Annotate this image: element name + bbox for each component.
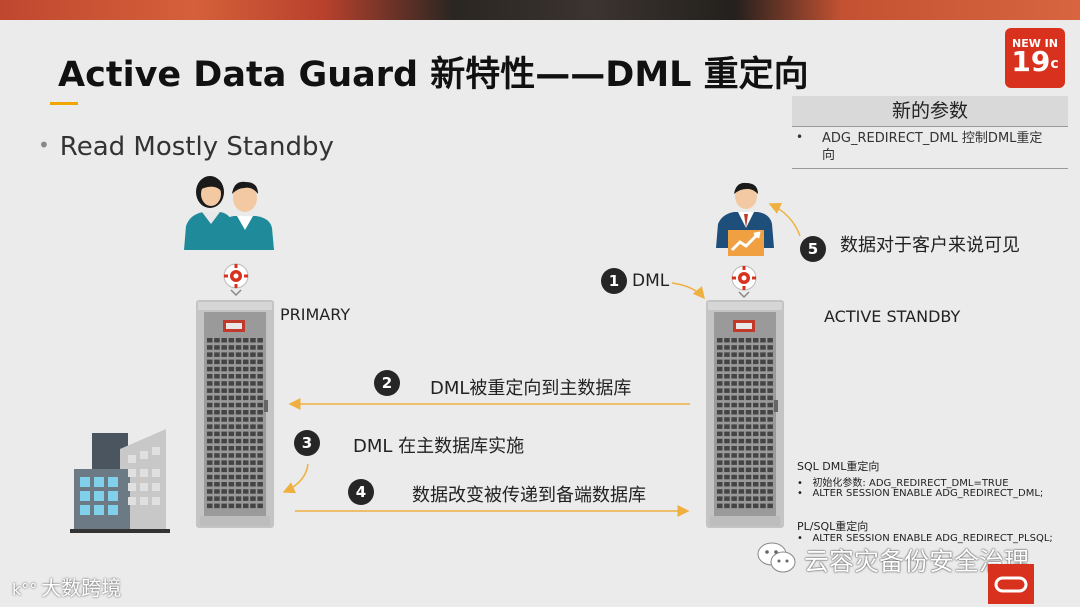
plsql-item: • ALTER SESSION ENABLE ADG_REDIRECT_PLSQ…	[797, 533, 1053, 544]
badge-line1: NEW IN	[1012, 37, 1058, 50]
bottom-left-logo: k°°大数跨境	[12, 576, 122, 600]
building-icon	[70, 429, 170, 533]
users-icon	[184, 176, 274, 250]
new-params-table: 新的参数 • ADG_REDIRECT_DML 控制DML重定向	[792, 96, 1068, 170]
oracle-logo-icon	[988, 564, 1034, 604]
step-2-text: DML被重定向到主数据库	[430, 378, 632, 399]
wechat-icon	[757, 542, 796, 573]
step-5-text: 数据对于客户来说可见	[840, 235, 1020, 256]
gear-icon	[223, 263, 249, 296]
server-icon	[196, 300, 274, 528]
gear-icon	[731, 265, 757, 298]
step-5-badge: 5	[800, 236, 826, 262]
standby-label: ACTIVE STANDBY	[824, 307, 961, 326]
new-in-19c-badge: NEW IN 19c	[1005, 28, 1065, 88]
divider	[792, 126, 1068, 127]
divider	[792, 168, 1068, 169]
plsql-section-title: PL/SQL重定向	[797, 520, 869, 533]
params-item: ADG_REDIRECT_DML 控制DML重定向	[822, 131, 1043, 163]
step-1-badge: 1	[601, 268, 627, 294]
params-header: 新的参数	[792, 96, 1068, 126]
step-3-text: DML 在主数据库实施	[353, 436, 525, 457]
server-icon	[706, 300, 784, 528]
primary-label: PRIMARY	[280, 305, 351, 324]
sql-item: • 初始化参数: ADG_REDIRECT_DML=TRUE	[797, 478, 1009, 489]
user-chart-icon	[716, 182, 774, 256]
main-bullet: •Read Mostly Standby	[38, 132, 334, 162]
slide-title: Active Data Guard 新特性——DML 重定向	[58, 55, 809, 95]
sql-item: • ALTER SESSION ENABLE ADG_REDIRECT_DML;	[797, 488, 1044, 499]
params-bullet: •	[796, 130, 804, 144]
step-3-badge: 3	[294, 430, 320, 456]
step-1-text: DML	[632, 271, 670, 291]
step-4-badge: 4	[348, 479, 374, 505]
step-2-badge: 2	[374, 370, 400, 396]
badge-version: 19c	[1011, 45, 1059, 78]
step-4-text: 数据改变被传递到备端数据库	[412, 485, 646, 506]
sql-section-title: SQL DML重定向	[797, 460, 880, 473]
title-underline	[50, 102, 78, 105]
decorative-header-band	[0, 0, 1080, 20]
